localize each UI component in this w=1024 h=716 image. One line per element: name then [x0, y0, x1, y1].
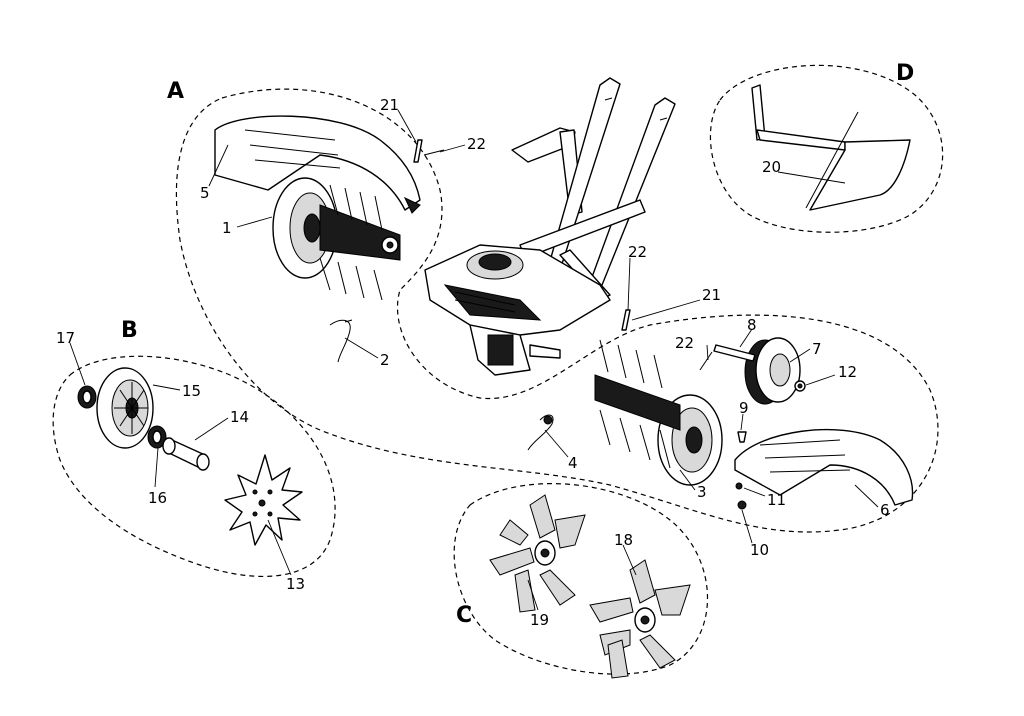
part-label-15: 15	[182, 382, 201, 400]
part-label-21-upper: 21	[380, 96, 399, 114]
part-label-6: 6	[880, 501, 890, 519]
edger-attachment-20	[751, 84, 911, 211]
group-label-a: A	[167, 79, 184, 104]
part-label-21-lower: 21	[702, 286, 721, 304]
bushing-14	[162, 437, 210, 471]
group-label-d: D	[896, 61, 914, 86]
wheel-7	[744, 337, 801, 405]
tiller-tine-19	[489, 494, 586, 613]
fender-left	[214, 115, 421, 214]
aerator-rotor-left	[272, 177, 401, 301]
tiller-engine-body	[424, 244, 611, 376]
part-label-11: 11	[767, 491, 786, 509]
group-b-boundary	[52, 355, 336, 578]
small-hardware-right	[735, 380, 806, 510]
washer-16	[147, 425, 167, 449]
aerator-rotor-right	[594, 339, 723, 486]
part-label-7: 7	[812, 340, 822, 358]
part-label-22-upper: 22	[467, 135, 486, 153]
leader-lines	[69, 109, 879, 611]
part-label-8: 8	[747, 316, 757, 334]
part-label-17: 17	[56, 329, 75, 347]
part-label-4: 4	[568, 454, 578, 472]
part-label-16: 16	[148, 489, 167, 507]
tiller-handle	[511, 77, 676, 301]
tiller-tine-18	[589, 559, 691, 679]
part-label-9: 9	[739, 399, 749, 417]
wheel-15	[96, 367, 154, 449]
group-c-boundary	[453, 483, 708, 675]
group-label-c: C	[456, 603, 472, 628]
star-tine-13	[224, 454, 303, 546]
group-a-boundary	[175, 88, 939, 533]
axle-pin-8	[713, 344, 756, 362]
part-label-20: 20	[762, 158, 781, 176]
part-label-19: 19	[530, 611, 549, 629]
part-label-2: 2	[380, 351, 390, 369]
group-d-boundary	[709, 64, 944, 233]
part-label-14: 14	[230, 408, 249, 426]
clip-pins	[413, 139, 713, 371]
part-label-22-middle: 22	[628, 243, 647, 261]
part-label-18: 18	[614, 531, 633, 549]
washer-17	[77, 385, 97, 409]
part-label-1: 1	[222, 219, 232, 237]
fender-right	[734, 428, 914, 506]
part-label-10: 10	[750, 541, 769, 559]
part-label-3: 3	[697, 483, 707, 501]
part-label-5: 5	[200, 184, 210, 202]
spring-pins	[329, 319, 554, 451]
part-label-13: 13	[286, 575, 305, 593]
part-label-22-lower: 22	[675, 334, 694, 352]
group-label-b: B	[121, 318, 138, 343]
part-label-12: 12	[838, 363, 857, 381]
